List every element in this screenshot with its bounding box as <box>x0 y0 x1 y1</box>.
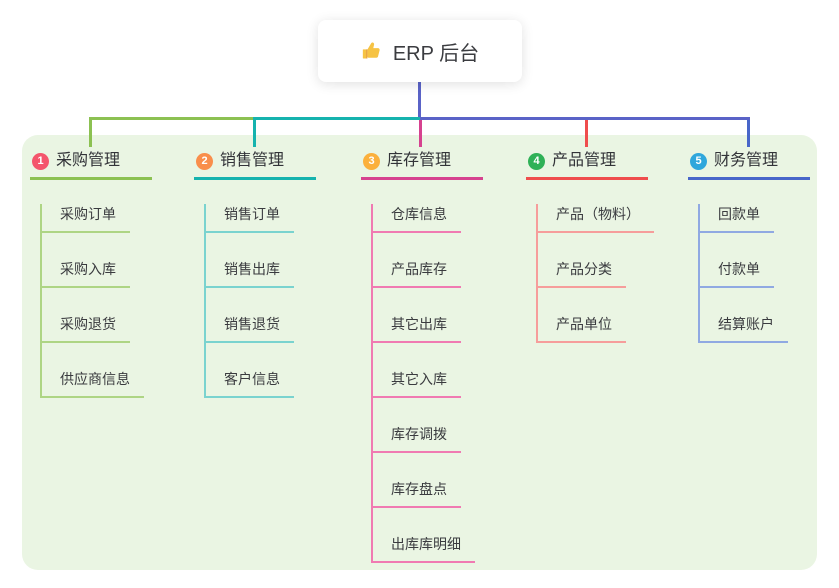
branch-label: 库存管理 <box>387 152 452 169</box>
branch-label: 采购管理 <box>56 152 121 169</box>
child-node[interactable]: 回款单 <box>700 204 774 233</box>
branch-finance: 5 财务管理 回款单 付款单 结算账户 <box>688 150 810 343</box>
child-node[interactable]: 库存调拨 <box>373 424 461 453</box>
branch-children-sales: 销售订单 销售出库 销售退货 客户信息 <box>204 204 316 398</box>
child-node[interactable]: 库存盘点 <box>373 479 461 508</box>
badge-2-icon: 2 <box>196 152 213 170</box>
branch-header-sales[interactable]: 2 销售管理 <box>194 150 316 180</box>
branch-header-purchase[interactable]: 1 采购管理 <box>30 150 152 180</box>
child-node[interactable]: 客户信息 <box>206 369 294 398</box>
child-node[interactable]: 其它出库 <box>373 314 461 343</box>
branch-sales: 2 销售管理 销售订单 销售出库 销售退货 客户信息 <box>194 150 316 398</box>
child-node[interactable]: 销售退货 <box>206 314 294 343</box>
branch-header-inventory[interactable]: 3 库存管理 <box>361 150 483 180</box>
badge-4-icon: 4 <box>528 152 545 170</box>
branch-drop-line-4 <box>585 120 588 147</box>
child-node[interactable]: 产品分类 <box>538 259 626 288</box>
child-node[interactable]: 供应商信息 <box>42 369 144 398</box>
connector-segment-mid <box>253 117 420 120</box>
root-stem-line <box>418 82 421 118</box>
branch-drop-line-2 <box>253 120 256 147</box>
branch-drop-line-5 <box>747 120 750 147</box>
branch-children-product: 产品（物料） 产品分类 产品单位 <box>536 204 654 343</box>
branch-inventory: 3 库存管理 仓库信息 产品库存 其它出库 其它入库 库存调拨 库存盘点 出库库… <box>361 150 483 563</box>
child-node[interactable]: 出库库明细 <box>373 534 475 563</box>
branch-children-inventory: 仓库信息 产品库存 其它出库 其它入库 库存调拨 库存盘点 出库库明细 <box>371 204 483 563</box>
child-node[interactable]: 采购入库 <box>42 259 130 288</box>
child-node[interactable]: 销售订单 <box>206 204 294 233</box>
branch-children-finance: 回款单 付款单 结算账户 <box>698 204 810 343</box>
child-node[interactable]: 付款单 <box>700 259 774 288</box>
child-node[interactable]: 产品（物料） <box>538 204 654 233</box>
branch-children-purchase: 采购订单 采购入库 采购退货 供应商信息 <box>40 204 152 398</box>
root-node-label: ERP 后台 <box>392 42 480 65</box>
child-node[interactable]: 产品单位 <box>538 314 626 343</box>
branch-drop-line-3 <box>419 120 422 147</box>
child-node[interactable]: 采购退货 <box>42 314 130 343</box>
child-node[interactable]: 其它入库 <box>373 369 461 398</box>
thumbs-up-icon <box>361 40 383 62</box>
branch-drop-line-1 <box>89 120 92 147</box>
connector-segment-right <box>420 117 750 120</box>
badge-5-icon: 5 <box>690 152 707 170</box>
branch-purchase: 1 采购管理 采购订单 采购入库 采购退货 供应商信息 <box>30 150 152 398</box>
branch-header-product[interactable]: 4 产品管理 <box>526 150 648 180</box>
child-node[interactable]: 仓库信息 <box>373 204 461 233</box>
branch-label: 财务管理 <box>714 152 779 169</box>
branches-background-panel <box>22 135 817 570</box>
badge-3-icon: 3 <box>363 152 380 170</box>
child-node[interactable]: 销售出库 <box>206 259 294 288</box>
badge-1-icon: 1 <box>32 152 49 170</box>
branch-product: 4 产品管理 产品（物料） 产品分类 产品单位 <box>526 150 654 343</box>
branch-header-finance[interactable]: 5 财务管理 <box>688 150 810 180</box>
branch-label: 产品管理 <box>552 152 617 169</box>
root-node[interactable]: ERP 后台 <box>318 20 522 82</box>
child-node[interactable]: 采购订单 <box>42 204 130 233</box>
branch-label: 销售管理 <box>220 152 285 169</box>
child-node[interactable]: 产品库存 <box>373 259 461 288</box>
child-node[interactable]: 结算账户 <box>700 314 788 343</box>
connector-segment-left <box>89 117 253 120</box>
